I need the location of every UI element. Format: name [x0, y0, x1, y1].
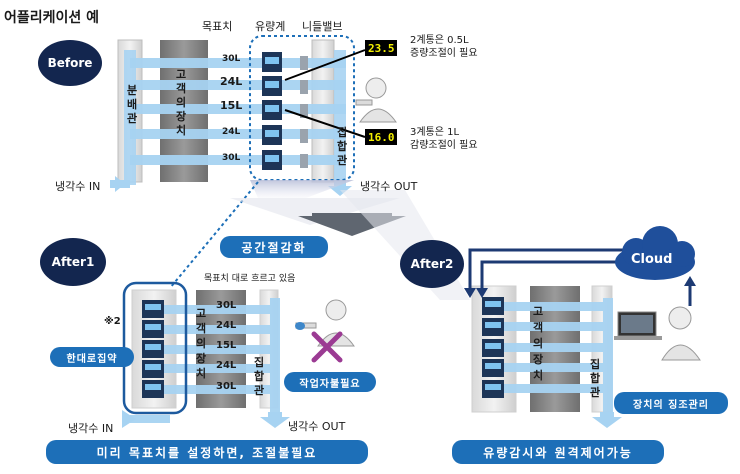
- after1-no-worker-pill: 작업자불필요: [284, 372, 376, 392]
- before-inlet-label: 냉각수 IN: [55, 180, 101, 193]
- after1-worker-figure: [295, 299, 355, 347]
- after2-collector-label: 집합관: [590, 358, 601, 399]
- before-target-5: 30L: [222, 153, 241, 163]
- before-target-3: 15L: [220, 99, 243, 112]
- before-note-bottom: 3계통은 1L 감량조절이 필요: [410, 126, 478, 152]
- space-saving-pill: 공간절감화: [220, 236, 328, 258]
- after1-outlet-label: 냉각수 OUT: [288, 420, 346, 433]
- cloud-icon: [615, 226, 695, 280]
- before-target-1: 30L: [222, 54, 241, 64]
- before-outlet-label: 냉각수 OUT: [360, 180, 418, 193]
- before-pipes: [130, 58, 346, 165]
- before-note-bottom-line1: 3계통은 1L: [410, 127, 460, 138]
- before-display-bottom: [365, 129, 397, 145]
- before-flowmeters: [262, 52, 282, 170]
- after1-target-2: 24L: [216, 320, 237, 331]
- before-col-flowmeter: 유량계: [255, 20, 286, 33]
- after2-device-label: 고객의장치: [533, 305, 544, 382]
- after2-section: [464, 226, 701, 428]
- after2-banner: 유량감시와 원격제어가능: [452, 440, 664, 464]
- after1-target-3: 15L: [216, 340, 237, 351]
- before-needle-valves: [300, 56, 308, 168]
- before-worker-figure: [355, 77, 397, 123]
- before-note-bottom-line2: 감량조절이 필요: [410, 140, 478, 151]
- before-collector-label: 집합관: [337, 126, 348, 167]
- before-reading-bottom: 16.0: [368, 131, 395, 144]
- before-target-2: 24L: [220, 75, 243, 88]
- after1-collector-label: 집합관: [254, 356, 265, 397]
- after1-flow-note: 목표치 대로 흐르고 있음: [204, 274, 296, 284]
- before-device-label: 고객의장치: [176, 68, 187, 137]
- before-note-top: 2계통은 0.5L 증량조절이 필요: [410, 34, 478, 60]
- after2-operator-figure: [614, 306, 701, 361]
- after1-device-label: 고객의장치: [196, 307, 207, 380]
- before-col-target: 목표치: [202, 20, 233, 33]
- before-inlet-arrow: [115, 176, 125, 192]
- after1-target-4: 24L: [216, 360, 237, 371]
- after1-badge: After1: [40, 238, 106, 286]
- after1-pipes: [130, 298, 280, 423]
- after2-pipes: [490, 298, 613, 412]
- before-section: [110, 35, 397, 196]
- after1-marker: ※2: [104, 316, 121, 327]
- after2-flowmeters: [482, 297, 504, 398]
- before-manifold-label: 분배관: [127, 84, 138, 125]
- before-display-top: [365, 40, 397, 56]
- before-badge: Before: [38, 40, 102, 86]
- cloud-label: Cloud: [631, 252, 673, 267]
- after1-inlet-label: 냉각수 IN: [68, 422, 114, 435]
- after1-integrate-pill: 한대로집약: [50, 347, 134, 367]
- page-title: 어플리케이션 예: [4, 10, 100, 26]
- before-reading-top: 23.5: [368, 42, 395, 55]
- before-col-needle-valve: 니들밸브: [302, 20, 343, 33]
- after1-target-5: 30L: [216, 381, 237, 392]
- after1-target-1: 30L: [216, 300, 237, 311]
- before-note-top-line2: 증량조절이 필요: [410, 48, 478, 59]
- after1-banner: 미리 목표치를 설정하면, 조절불필요: [46, 440, 368, 464]
- before-note-top-line1: 2계통은 0.5L: [410, 35, 469, 46]
- after1-cross-icon: [311, 331, 343, 363]
- after2-badge: After2: [400, 240, 464, 288]
- before-target-4: 24L: [222, 127, 241, 137]
- after2-monitor-pill: 장치의 징조관리: [614, 392, 728, 414]
- after1-section: [122, 281, 355, 428]
- after1-flowmeters: [142, 300, 164, 398]
